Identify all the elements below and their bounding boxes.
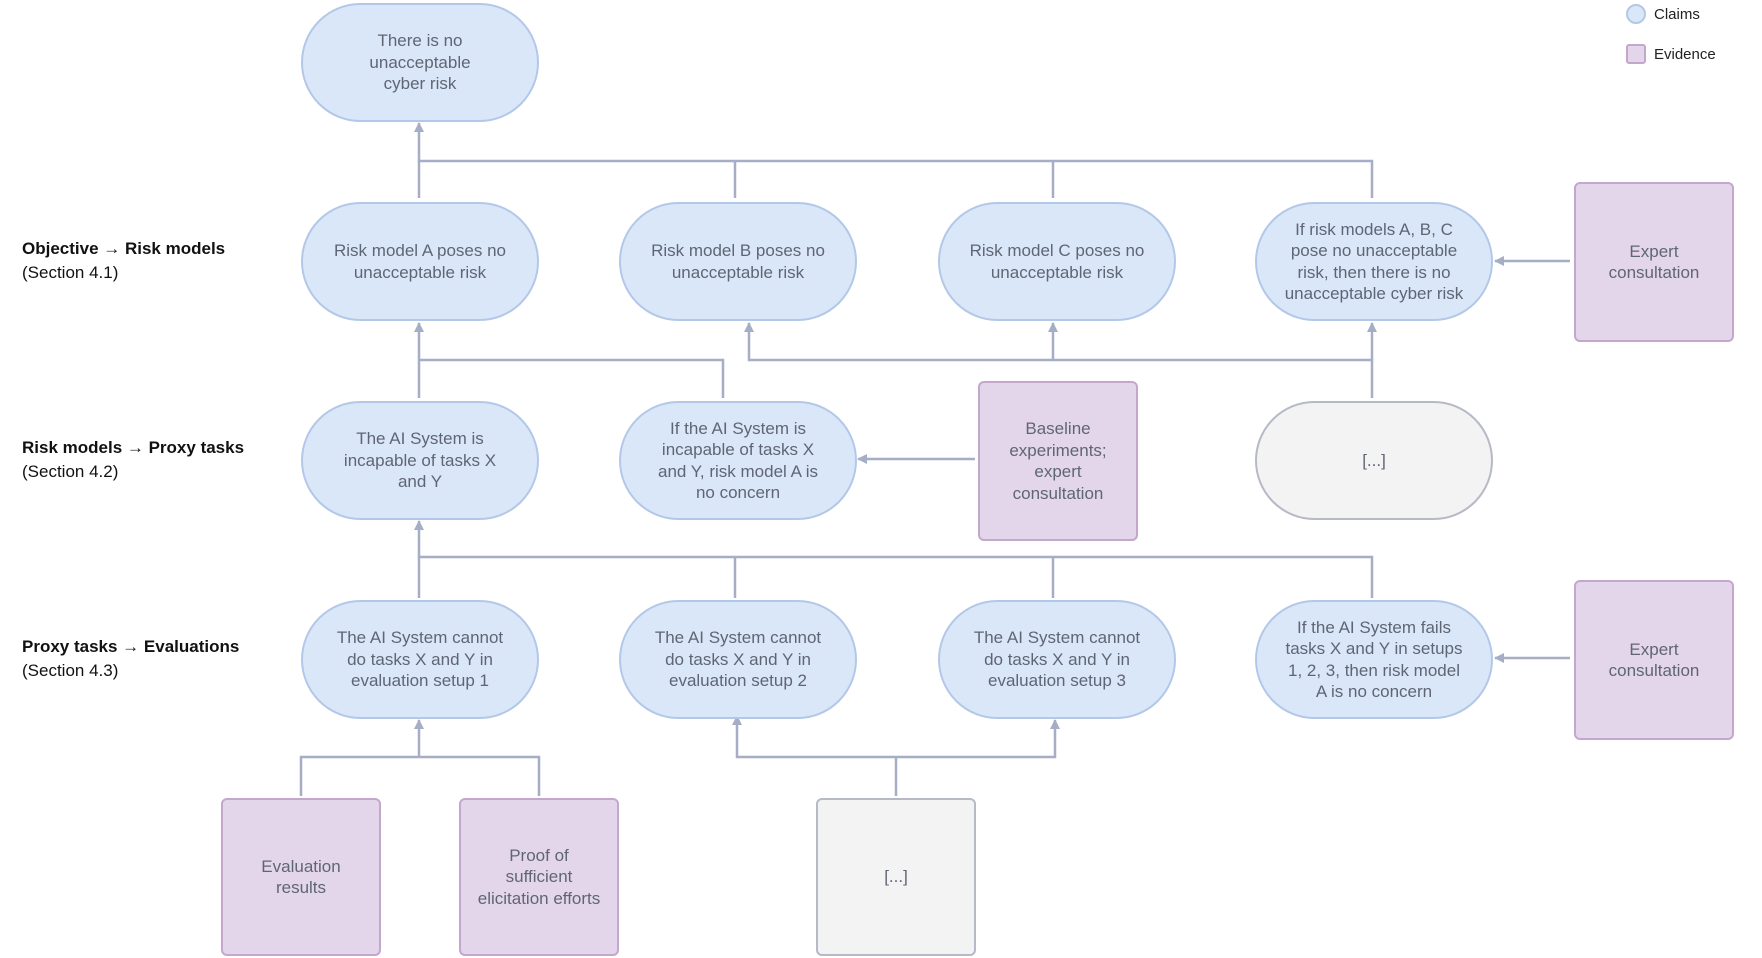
evidence-legend-icon xyxy=(1626,44,1646,64)
row-label-risk-models: Risk models → Proxy tasks (Section 4.2) xyxy=(22,436,244,484)
evidence-expert-consultation-2: Expert consultation xyxy=(1574,580,1734,740)
evidence-expert-consultation-1: Expert consultation xyxy=(1574,182,1734,342)
evidence-ellipsis: [...] xyxy=(816,798,976,956)
legend-evidence-label: Evidence xyxy=(1654,45,1716,63)
connector-risk-models-to-top xyxy=(414,122,1374,198)
legend-evidence: Evidence xyxy=(1626,44,1716,64)
row-label-section: (Section 4.3) xyxy=(22,661,119,680)
row-label-section: (Section 4.1) xyxy=(22,263,119,282)
connector-ellipsis-to-risk-b xyxy=(744,322,1374,398)
claim-eval-bridge: If the AI System fails tasks X and Y in … xyxy=(1255,600,1493,719)
claim-incapable-x-y: The AI System is incapable of tasks X an… xyxy=(301,401,539,520)
row-label-section: (Section 4.2) xyxy=(22,462,119,481)
claim-ellipsis: [...] xyxy=(1255,401,1493,520)
legend-claims: Claims xyxy=(1626,4,1700,24)
claim-eval-setup-3: The AI System cannot do tasks X and Y in… xyxy=(938,600,1176,719)
claim-risk-model-b: Risk model B poses no unacceptable risk xyxy=(619,202,857,321)
row-label-title: Objective → Risk models xyxy=(22,239,226,258)
evidence-baseline-experiments: Baseline experiments; expert consultatio… xyxy=(978,381,1138,541)
row-label-title: Proxy tasks → Evaluations xyxy=(22,637,240,656)
evidence-elicitation-efforts: Proof of sufficient elicitation efforts xyxy=(459,798,619,956)
connector-evals-to-incapable xyxy=(414,520,1374,598)
claim-eval-setup-1: The AI System cannot do tasks X and Y in… xyxy=(301,600,539,719)
connector-ellipsis-to-setups xyxy=(735,719,1060,759)
claim-eval-setup-2: The AI System cannot do tasks X and Y in… xyxy=(619,600,857,719)
row-label-proxy-tasks: Proxy tasks → Evaluations (Section 4.3) xyxy=(22,635,239,683)
claim-risk-model-c: Risk model C poses no unacceptable risk xyxy=(938,202,1176,321)
evidence-evaluation-results: Evaluation results xyxy=(221,798,381,956)
claim-risk-model-a: Risk model A poses no unacceptable risk xyxy=(301,202,539,321)
claim-incapable-bridge: If the AI System is incapable of tasks X… xyxy=(619,401,857,520)
legend-claims-label: Claims xyxy=(1654,5,1700,23)
row-label-objective: Objective → Risk models (Section 4.1) xyxy=(22,237,225,285)
claim-legend-icon xyxy=(1626,4,1646,24)
row-label-title: Risk models → Proxy tasks xyxy=(22,438,245,457)
connector-evidence-to-setup-1 xyxy=(299,755,541,796)
claim-top-objective: There is no unacceptable cyber risk xyxy=(301,3,539,122)
claim-risk-bridge: If risk models A, B, C pose no unaccepta… xyxy=(1255,202,1493,321)
